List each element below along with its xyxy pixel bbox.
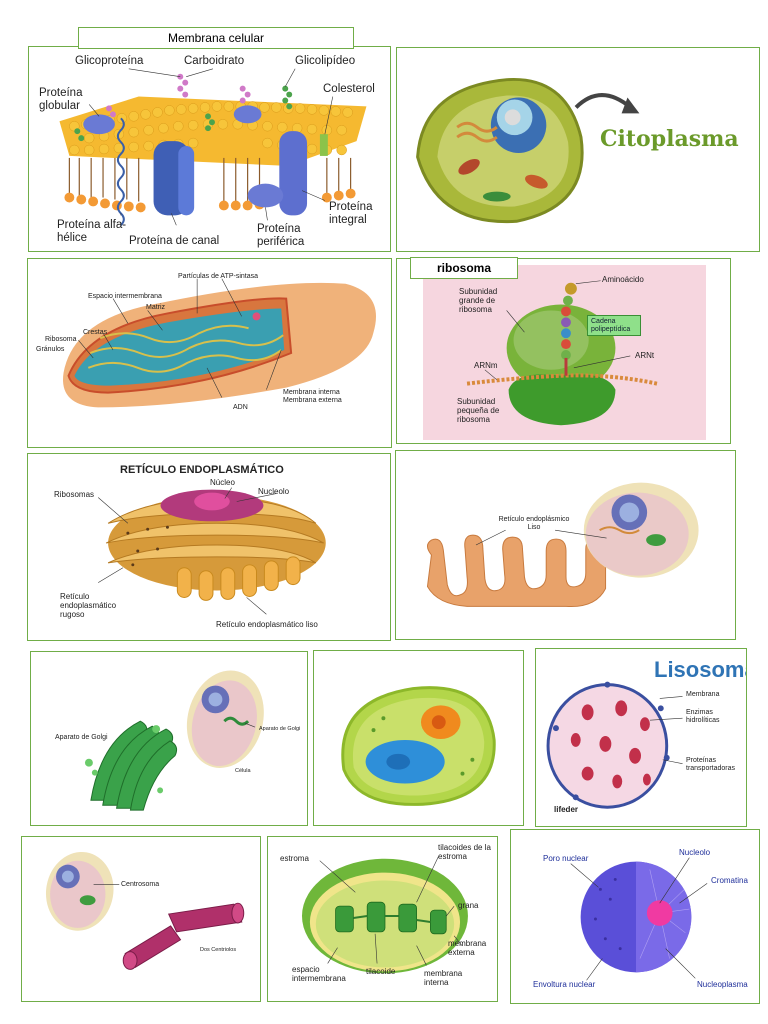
centrioles xyxy=(122,902,245,970)
panel-cell-green xyxy=(313,650,524,826)
label-atp: Partículas de ATP-sintasa xyxy=(178,273,259,280)
label-crestas: Crestas xyxy=(83,329,108,336)
title-membrana-celular: Membrana celular xyxy=(78,27,354,49)
cytoplasm-cell-illustration xyxy=(416,78,640,224)
label-granulos: Gránulos xyxy=(36,346,65,353)
smooth-er-tubes xyxy=(176,556,301,601)
label-proteina-canal: Proteína de canal xyxy=(129,235,220,247)
panel-lisosoma: Lisosoma Membrana Enzimas hidrolíticas P… xyxy=(535,648,747,827)
label-nucleolo-re: Nucleolo xyxy=(258,487,290,496)
label-aminoacido: Aminoácido xyxy=(602,275,644,284)
label-nucleolo: Nucleolo xyxy=(679,848,711,857)
hydrolytic-enzymes xyxy=(570,700,651,789)
panel-reticulo-liso: Retículo endoplásmico Liso xyxy=(395,450,736,640)
panel-centrosoma: Centrosoma Dos Centriolos xyxy=(21,836,261,1002)
chloroplast-illustration xyxy=(301,856,468,974)
arnm-strand xyxy=(466,373,658,386)
label-tilacoide: tilacoide xyxy=(366,967,396,976)
mitochondrion xyxy=(458,158,480,175)
panel-membrana-celular: Glicoproteína Carboidrato Glicolipídeo P… xyxy=(28,46,391,252)
panel-golgi: Aparato de Golgi Aparato de Golgi Célula xyxy=(30,651,308,826)
label-aparato-golgi: Aparato de Golgi xyxy=(55,734,108,741)
arrow xyxy=(574,93,632,109)
label-membrana-interna: Membrana interna xyxy=(283,389,340,396)
label-membrana-interna-clor: membrana interna xyxy=(424,969,463,988)
label-proteinas-transportadoras: Proteínas transportadoras xyxy=(686,757,736,773)
label-subunidad-grande: Subunidad grande de ribosoma xyxy=(459,287,498,315)
globular-protein xyxy=(83,114,115,135)
credit-lifeder: lifeder xyxy=(554,805,579,814)
panel-cloroplasto: estroma tilacoides de la estroma grana m… xyxy=(267,836,498,1002)
label-arnm: ARNm xyxy=(474,361,498,370)
panel-citoplasma: Citoplasma xyxy=(396,47,760,252)
label-glicolipideo: Glicolipídeo xyxy=(295,55,356,67)
cholesterol xyxy=(319,134,328,156)
label-enzimas: Enzimas hidrolíticas xyxy=(686,709,720,725)
alpha-helix xyxy=(116,117,125,226)
polypeptide-chain xyxy=(561,282,577,360)
label-adn: ADN xyxy=(233,404,248,411)
smooth-er-illustration xyxy=(426,482,699,607)
label-ribosomas: Ribosomas xyxy=(54,490,95,499)
label-membrana-externa-clor: membrana externa xyxy=(448,939,487,958)
er-illustration xyxy=(97,487,326,615)
label-proteina-globular: Proteína globular xyxy=(39,87,83,113)
phospholipid-heads-top xyxy=(59,96,367,166)
label-liso-re: Retículo endoplasmático liso xyxy=(216,620,318,629)
label-rugoso: Retículo endoplasmático rugoso xyxy=(60,592,117,620)
label-proteina-integral: Proteína integral xyxy=(329,201,373,227)
title-ribosoma: ribosoma xyxy=(410,257,518,279)
panel-mitocondria: Partículas de ATP-sintasa Espacio interm… xyxy=(27,258,392,448)
label-rel: Retículo endoplásmico Liso xyxy=(498,516,570,532)
label-matriz: Matriz xyxy=(146,304,166,311)
panel-ribosoma: Aminoácido Subunidad grande de ribosoma … xyxy=(396,258,731,444)
label-espacio-intermembrana-clor: espacio intermembrana xyxy=(292,965,346,984)
label-envoltura-nuclear: Envoltura nuclear xyxy=(533,980,596,989)
label-centrosoma: Centrosoma xyxy=(121,881,160,888)
label-espacio-intermembrana: Espacio intermembrana xyxy=(88,293,162,300)
label-proteina-periferica: Proteína periférica xyxy=(257,223,305,249)
label-dos-centriolos: Dos Centriolos xyxy=(200,947,237,953)
label-arnt: ARNt xyxy=(635,351,655,360)
peripheral-protein xyxy=(247,183,284,208)
label-membrana-lisosoma: Membrana xyxy=(686,691,720,698)
label-poro-nuclear: Poro nuclear xyxy=(543,854,589,863)
label-cromatina: Cromatina xyxy=(711,876,748,885)
label-aparato-golgi-celula: Aparato de Golgi xyxy=(259,726,301,732)
label-citoplasma: Citoplasma xyxy=(600,126,739,152)
label-nucleo-re: Núcleo xyxy=(210,478,235,487)
label-cadena-polipeptidica: Cadena polipeptídica xyxy=(587,315,641,337)
label-carboidrato: Carboidrato xyxy=(184,55,245,67)
panel-reticulo: RETÍCULO ENDOPLASMÁTICO Núcleo Nucleolo … xyxy=(27,453,391,641)
phospholipid-tails xyxy=(68,157,352,202)
label-celula: Célula xyxy=(235,768,251,774)
label-ribosoma: Ribosoma xyxy=(45,336,77,343)
panel-nucleo: Poro nuclear Nucleolo Cromatina Envoltur… xyxy=(510,829,760,1004)
label-tilacoides-estroma: tilacoides de la estroma xyxy=(438,843,491,862)
small-subunit xyxy=(508,374,616,426)
mitochondrion-illustration xyxy=(63,278,376,408)
lysosome-illustration xyxy=(546,681,683,809)
grana-stacks xyxy=(335,901,447,935)
label-grana: grana xyxy=(458,901,479,910)
label-nucleoplasma: Nucleoplasma xyxy=(697,980,748,989)
integral-protein xyxy=(279,131,308,216)
nucleus-illustration xyxy=(570,857,708,981)
label-subunidad-pequena: Subunidad pequeña de ribosoma xyxy=(457,397,500,425)
title-reticulo: RETÍCULO ENDOPLASMÁTICO xyxy=(120,464,284,476)
carbohydrate-chains xyxy=(74,73,293,142)
label-estroma: estroma xyxy=(280,854,309,863)
label-lisosoma: Lisosoma xyxy=(654,657,747,682)
golgi-illustration xyxy=(84,670,264,811)
label-colesterol: Colesterol xyxy=(323,83,375,95)
green-cell-illustration xyxy=(341,686,496,806)
nucleolus xyxy=(646,900,673,926)
label-glicoproteina: Glicoproteína xyxy=(75,55,144,67)
membrane-illustration xyxy=(59,68,367,226)
phospholipid-heads-bottom xyxy=(64,188,356,213)
label-membrana-externa: Membrana externa xyxy=(283,397,342,404)
label-proteina-alfa: Proteína alfa-hélice xyxy=(57,219,127,245)
centrosome-illustration xyxy=(45,851,245,970)
ribosome-illustration xyxy=(466,280,658,426)
